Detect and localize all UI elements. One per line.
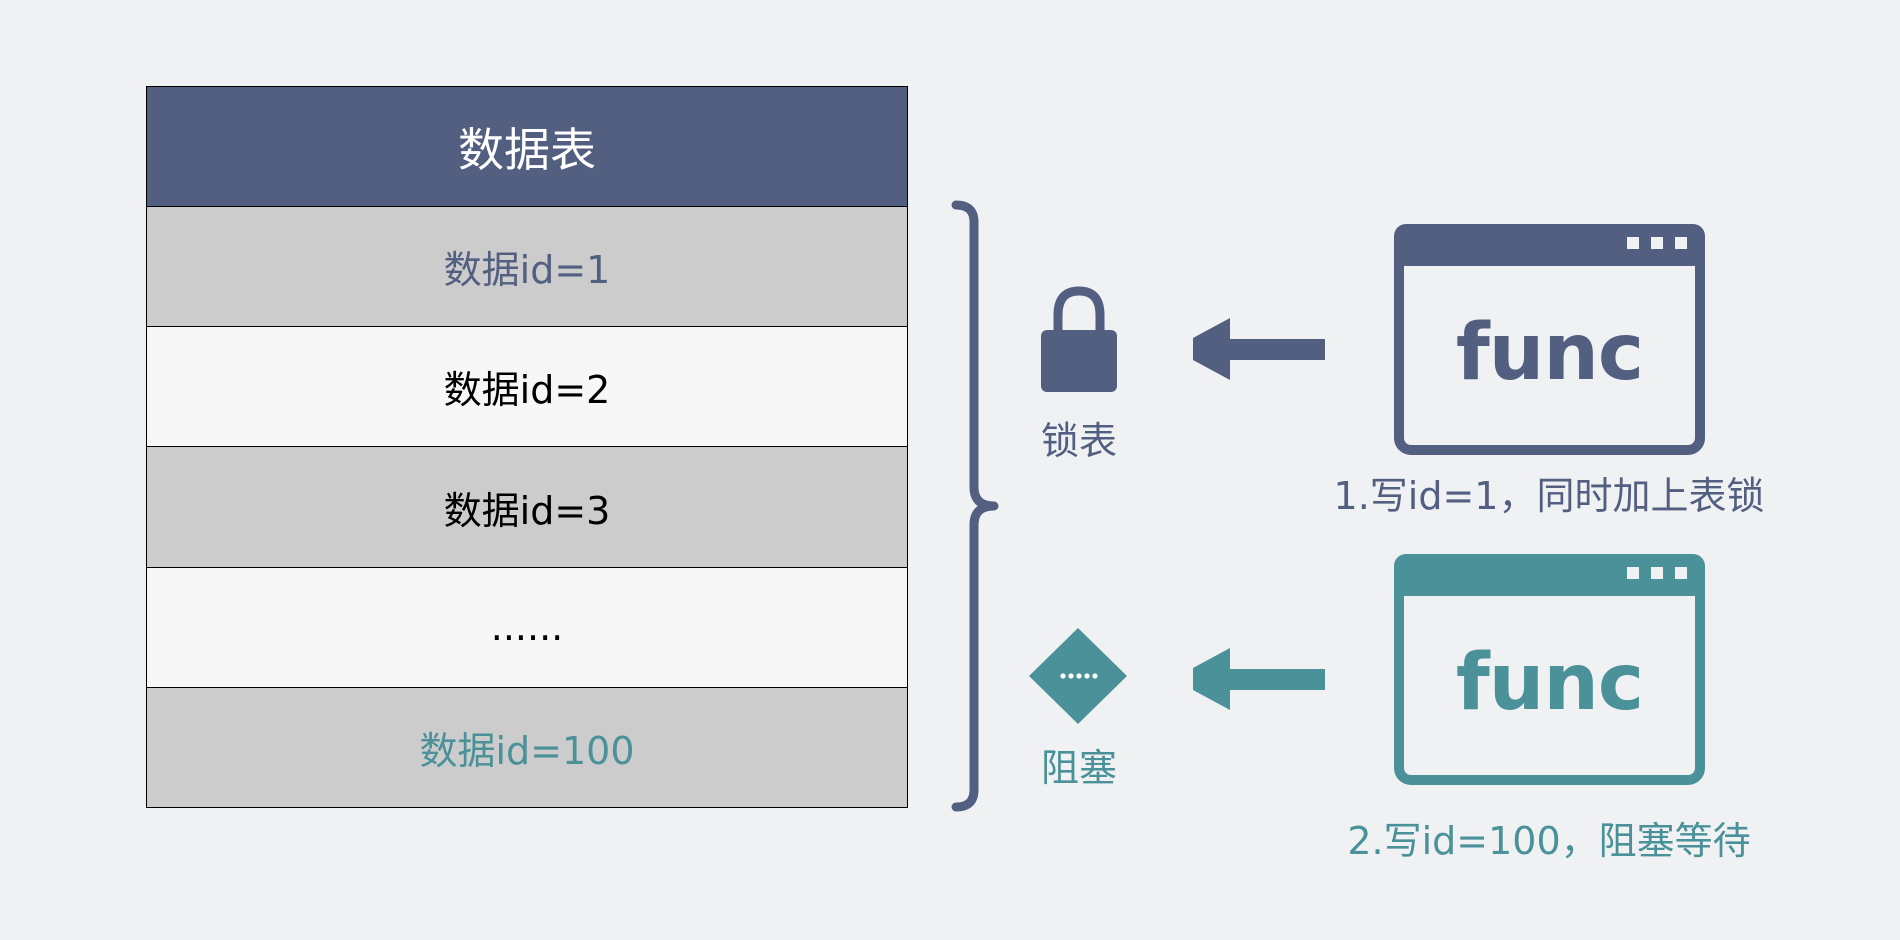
window-1-title: func <box>1455 308 1644 398</box>
arrow-left-icon <box>1193 648 1325 710</box>
table-header: 数据表 <box>147 87 907 207</box>
lock-label: 锁表 <box>1040 419 1118 463</box>
function-window-1 <box>1394 224 1705 455</box>
right-brace-icon <box>951 200 999 812</box>
arrow-left-icon <box>1193 318 1325 380</box>
blocked-diamond-icon <box>1029 628 1127 724</box>
window-1-caption: 1.写id=1，同时加上表锁 <box>1333 474 1765 518</box>
table-row-id-100: 数据id=100 <box>147 687 907 808</box>
lock-icon <box>1041 286 1117 392</box>
block-label: 阻塞 <box>1040 746 1118 790</box>
table-row-ellipsis: ...... <box>147 567 907 688</box>
window-2-title: func <box>1455 638 1644 728</box>
table-row-id-1: 数据id=1 <box>147 207 907 328</box>
window-2-caption: 2.写id=100，阻塞等待 <box>1347 819 1751 863</box>
table-row-id-3: 数据id=3 <box>147 447 907 568</box>
data-table: 数据表 数据id=1 数据id=2 数据id=3 ...... 数据id=100 <box>146 86 908 808</box>
table-row-id-2: 数据id=2 <box>147 327 907 448</box>
function-window-2 <box>1394 554 1705 785</box>
